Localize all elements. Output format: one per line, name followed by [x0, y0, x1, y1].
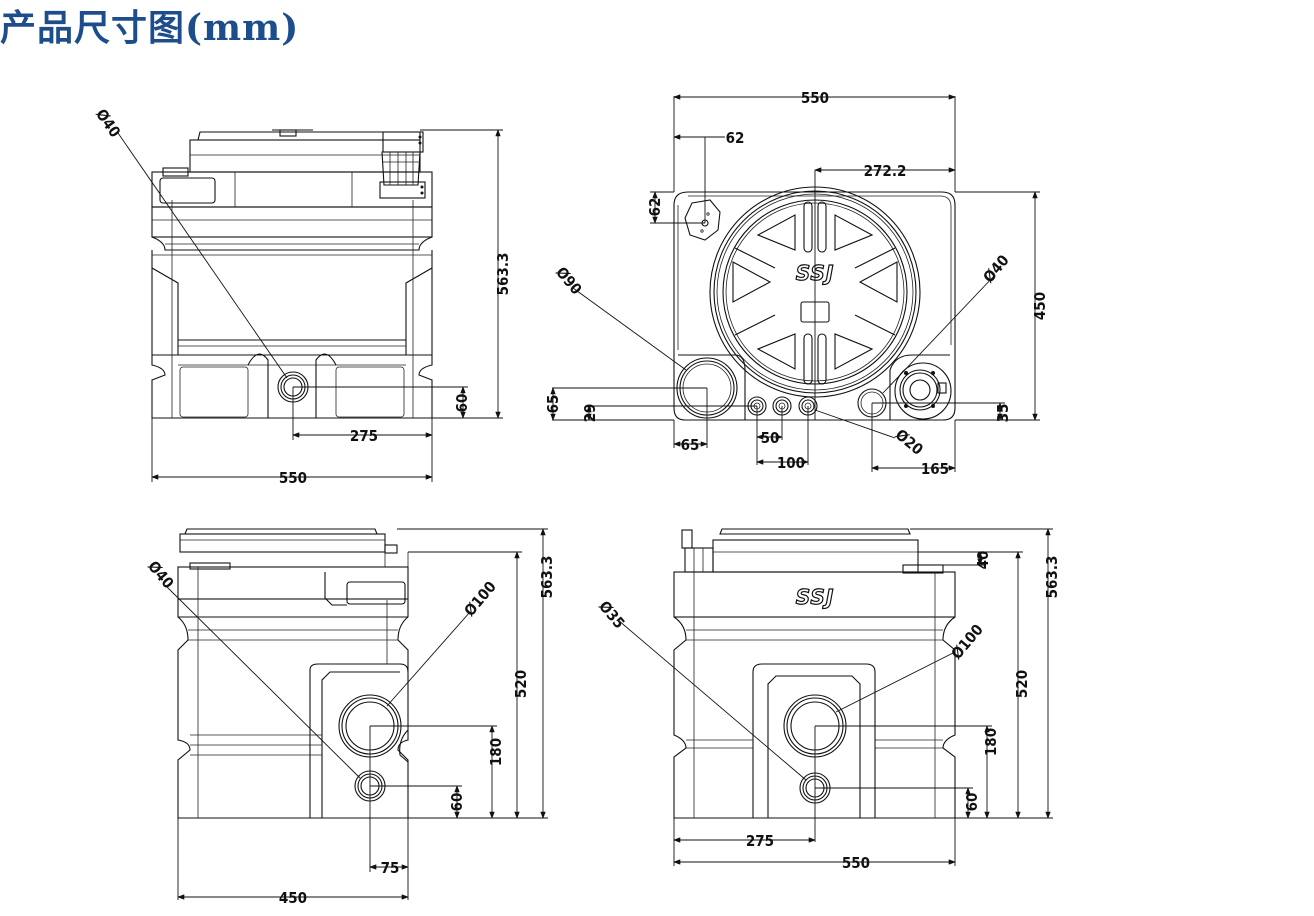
dim-rear-inlet-x: 275 — [746, 832, 774, 850]
dim-inlet90-y: 65 — [544, 395, 562, 414]
dim-outlet-height: 60 — [453, 394, 471, 413]
dim-side-height-body: 520 — [512, 670, 530, 698]
dim-rear-lid-offset: 40 — [974, 551, 992, 570]
vent-cap — [684, 199, 721, 241]
dim-side-outlet-height: 60 — [448, 793, 466, 812]
dim-inlet40-dia: Ø40 — [980, 251, 1013, 286]
dim-small-pitch: 50 — [761, 429, 780, 447]
dim-width: 550 — [279, 469, 307, 487]
dim-vent-y: 62 — [646, 198, 664, 217]
dim-side-inlet-height: 180 — [487, 738, 505, 766]
dim-side-height-total: 563.3 — [538, 556, 556, 599]
top-view: SSJ — [544, 89, 1049, 478]
dim-rear-width: 550 — [842, 854, 870, 872]
vent-grille — [379, 131, 426, 199]
dim-top-depth: 450 — [1031, 292, 1049, 320]
body-main — [151, 250, 433, 356]
dim-center-offset: 272.2 — [864, 162, 907, 180]
dim-side-inlet-dia: Ø100 — [461, 578, 500, 620]
small-inlets — [747, 396, 818, 416]
dim-side-outlet-dia: Ø40 — [144, 557, 177, 592]
dim-rear-height-total: 563.3 — [1043, 556, 1061, 599]
dim-inlet90-x: 65 — [681, 436, 700, 454]
check-valve — [894, 362, 952, 420]
dim-side-width: 450 — [279, 889, 307, 907]
dim-rear-outlet-dia: Ø35 — [595, 597, 628, 632]
lid-body — [189, 139, 421, 173]
dim-height-total: 563.3 — [494, 253, 512, 296]
dim-top-width: 550 — [801, 89, 829, 107]
brand-logo-rear: SSJ — [796, 585, 835, 609]
dim-small-span: 100 — [777, 454, 805, 472]
tank-outline — [673, 191, 956, 421]
body-upper — [151, 206, 433, 238]
side-view: 563.3 520 180 60 75 450 Ø40 Ø100 — [144, 528, 556, 907]
brand-logo: SSJ — [796, 261, 835, 285]
dim-vent-x: 62 — [726, 129, 745, 147]
dim-outlet-offset: 275 — [350, 427, 378, 445]
dim-rear-inlet-dia: Ø100 — [948, 621, 987, 663]
rear-view: SSJ — [595, 528, 1061, 872]
dim-inlet40-y: 35 — [994, 404, 1012, 423]
lid-top — [197, 131, 421, 141]
dim-rear-inlet-height: 180 — [982, 728, 1000, 756]
dim-inlet40-x: 165 — [921, 460, 949, 478]
front-view: 563.3 60 275 550 Ø40 — [92, 106, 512, 487]
dim-small-y: 29 — [581, 404, 599, 423]
dim-side-inlet-x: 75 — [381, 859, 400, 877]
dim-rear-outlet-height: 60 — [963, 793, 981, 812]
dim-rear-height-body: 520 — [1013, 670, 1031, 698]
page-title: 产品尺寸图(mm) — [0, 7, 300, 49]
dim-small-dia: Ø20 — [892, 426, 927, 459]
inlet-90 — [676, 354, 746, 420]
